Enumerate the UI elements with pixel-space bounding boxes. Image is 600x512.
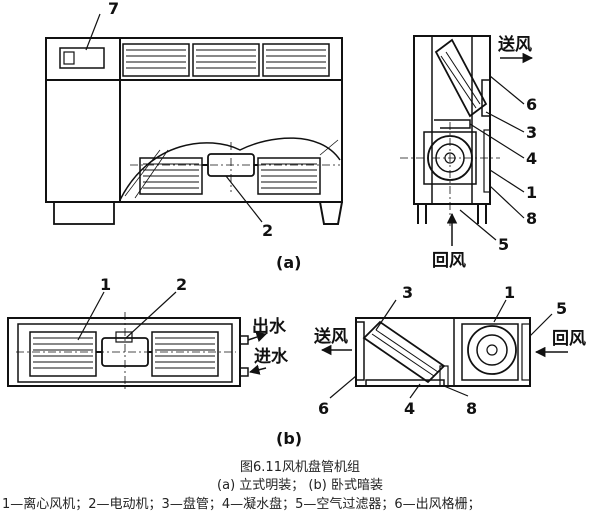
label-5b: 5 <box>556 299 567 318</box>
label-1b: 1 <box>100 275 111 294</box>
label-2b: 2 <box>176 275 187 294</box>
subfigure-b-label: (b) <box>276 429 302 448</box>
label-8a: 8 <box>526 209 537 228</box>
return-air-label-b: 回风 <box>552 329 586 349</box>
label-4a: 4 <box>526 149 537 168</box>
supply-air-label-a: 送风 <box>498 34 532 55</box>
label-1a: 1 <box>526 183 537 202</box>
label-6b: 6 <box>318 399 329 418</box>
water-out-label: 出水 <box>252 316 287 337</box>
water-in-label: 进水 <box>254 346 289 367</box>
fan-coil-diagram: 7 2 6 3 4 1 8 5 (a) 送风 回风 1 2 出水 进水 (b) … <box>7 0 586 448</box>
unit-b-side-section <box>320 299 568 399</box>
label-2a: 2 <box>262 221 273 240</box>
figure-subtitle: (a) 立式明装； (b) 卧式暗装 <box>217 478 383 493</box>
unit-b-top-view <box>7 291 267 392</box>
unit-a-side-section <box>400 35 534 246</box>
figure-title: 图6.11风机盘管机组 <box>240 460 360 475</box>
label-6a: 6 <box>526 95 537 114</box>
supply-air-label-b: 送风 <box>314 326 348 347</box>
label-1b-side: 1 <box>504 283 515 302</box>
part-labels: 7 2 6 3 4 1 8 5 (a) 送风 回风 1 2 出水 进水 (b) … <box>100 0 586 448</box>
unit-a-front-view <box>45 13 343 225</box>
label-3b: 3 <box>402 283 413 302</box>
figure-legend: 1—离心风机；2—电动机；3—盘管；4—凝水盘；5—空气过滤器；6—出风格栅； <box>2 497 481 512</box>
label-3a: 3 <box>526 123 537 142</box>
return-air-label-a: 回风 <box>432 251 466 271</box>
label-7: 7 <box>108 0 119 18</box>
label-4b: 4 <box>404 399 415 418</box>
label-5a: 5 <box>498 235 509 254</box>
subfigure-a-label: (a) <box>276 253 301 272</box>
label-8b: 8 <box>466 399 477 418</box>
